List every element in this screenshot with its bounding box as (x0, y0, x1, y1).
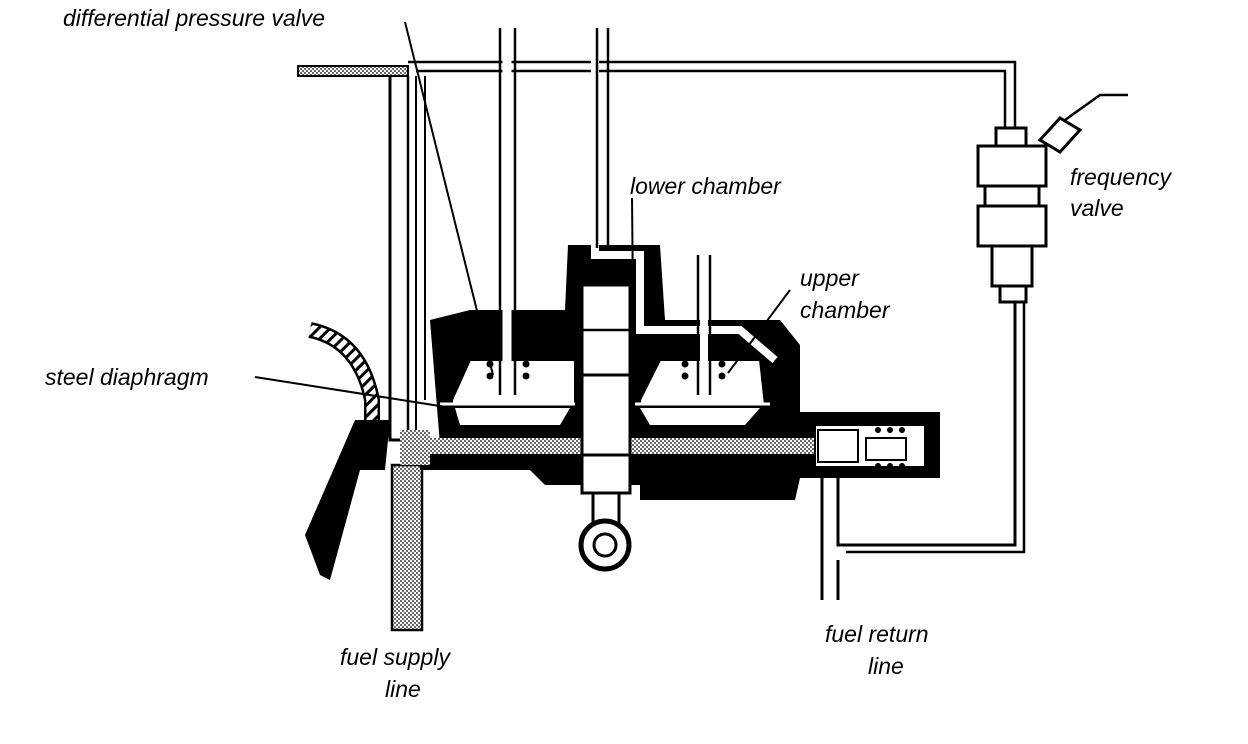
label-lower-chamber: lower chamber (630, 173, 782, 199)
label-differential-pressure-valve: differential pressure valve (63, 5, 325, 31)
label-fuel-supply-1: fuel supply (340, 644, 451, 670)
fuel-return-pipe (820, 300, 1026, 600)
label-fuel-supply-2: line (385, 676, 421, 702)
fuel-supply-pipe (390, 463, 424, 632)
label-upper-chamber-1: upper (800, 265, 860, 291)
control-pipes (498, 28, 712, 395)
label-fuel-return-1: fuel return (825, 621, 929, 647)
upper-chamber-line (591, 28, 778, 364)
leader-lines (254, 21, 791, 408)
label-fuel-return-2: line (868, 653, 904, 679)
frequency-valve (976, 93, 1128, 304)
distributor-housing (400, 245, 940, 500)
pressure-relief-valve (814, 424, 926, 469)
top-fuel-pipe (297, 60, 1017, 128)
label-upper-chamber-2: chamber (800, 297, 891, 323)
mounting-bracket (305, 420, 390, 580)
label-frequency-valve-1: frequency (1070, 164, 1173, 190)
label-frequency-valve-2: valve (1070, 195, 1124, 221)
vacuum-hose (308, 322, 380, 450)
label-steel-diaphragm: steel diaphragm (45, 364, 209, 390)
control-plunger (578, 283, 632, 572)
